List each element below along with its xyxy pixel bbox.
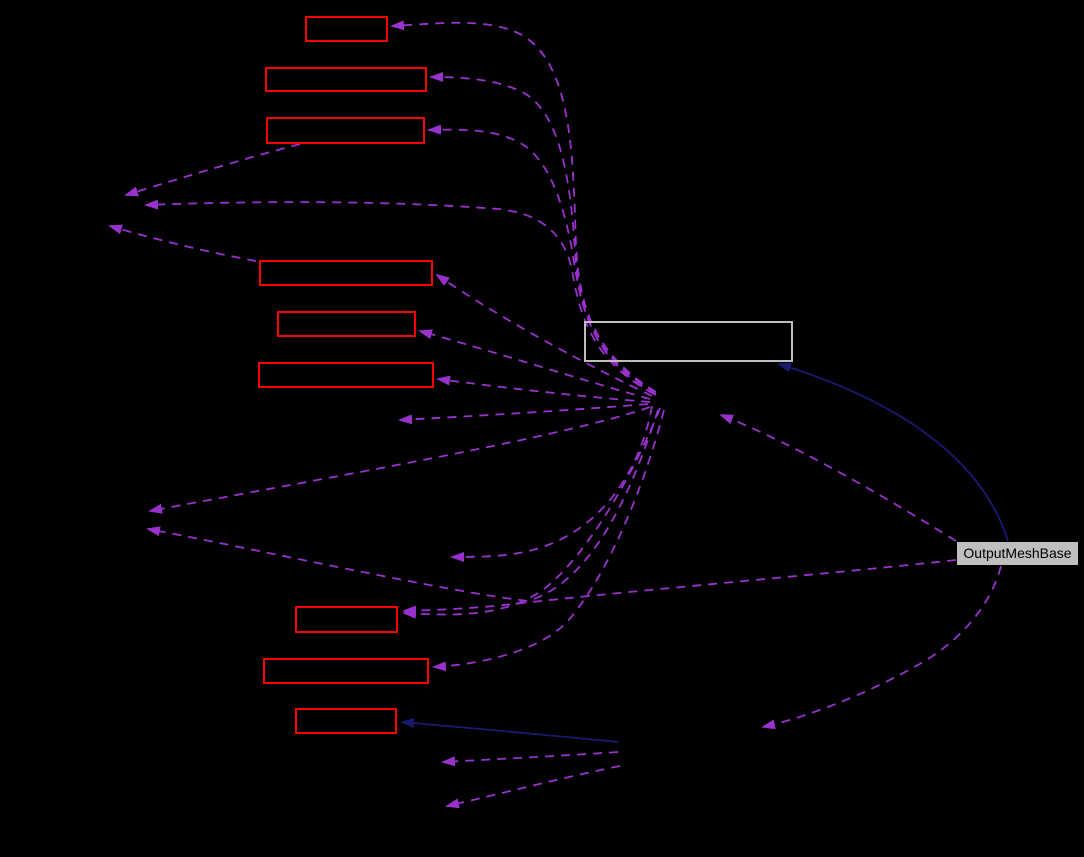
graph-edge-box4-to-left-node-low xyxy=(108,224,257,262)
graph-edge-hub-to-box1 xyxy=(390,20,657,393)
class-node-truncated-5[interactable] xyxy=(277,311,416,337)
graph-edge-omb-to-bottom-right-node xyxy=(761,565,1002,730)
graph-edge-hub-to-far-left-node-1 xyxy=(148,406,651,514)
graph-edge-hub-to-left-node-mid xyxy=(144,199,655,395)
graph-edge-omb-to-main-box xyxy=(777,362,1009,542)
class-node-truncated-4[interactable] xyxy=(259,260,433,286)
graph-edge-hub-to-far-left-node-2 xyxy=(146,409,659,602)
graph-edge-hub-to-box7 xyxy=(402,407,661,619)
class-node-truncated-3[interactable] xyxy=(266,117,425,144)
graph-edge-bottom-hub-to-box9 xyxy=(400,718,620,743)
graph-edge-hub-to-box4 xyxy=(435,273,653,397)
graph-edge-hub-to-mid-node xyxy=(398,403,649,425)
class-node-truncated-6[interactable] xyxy=(258,362,434,388)
class-node-truncated-7[interactable] xyxy=(295,606,398,633)
graph-edge-omb-to-hub xyxy=(719,414,957,542)
class-node-truncated-9[interactable] xyxy=(295,708,397,734)
graph-edge-hub-to-box5 xyxy=(418,329,651,400)
class-node-truncated-2[interactable] xyxy=(265,67,427,92)
class-node-primary[interactable] xyxy=(584,321,793,362)
class-node-truncated-8[interactable] xyxy=(263,658,429,684)
graph-edge-hub-to-box6 xyxy=(436,375,651,403)
graph-edge-hub-to-box8 xyxy=(432,409,665,672)
graph-edge-omb-to-box7 xyxy=(402,559,957,616)
node-output-mesh-base[interactable]: OutputMeshBase xyxy=(957,542,1078,565)
graph-edge-bottom-hub-to-node-2 xyxy=(445,765,621,809)
graph-edge-bottom-hub-to-node-1 xyxy=(441,751,619,767)
graph-edge-hub-to-box3 xyxy=(427,124,657,396)
graph-edge-box3-to-left-node-top xyxy=(124,143,301,197)
graph-edge-hub-to-lower-mid-node xyxy=(450,405,653,562)
class-node-truncated-1[interactable] xyxy=(305,16,388,42)
